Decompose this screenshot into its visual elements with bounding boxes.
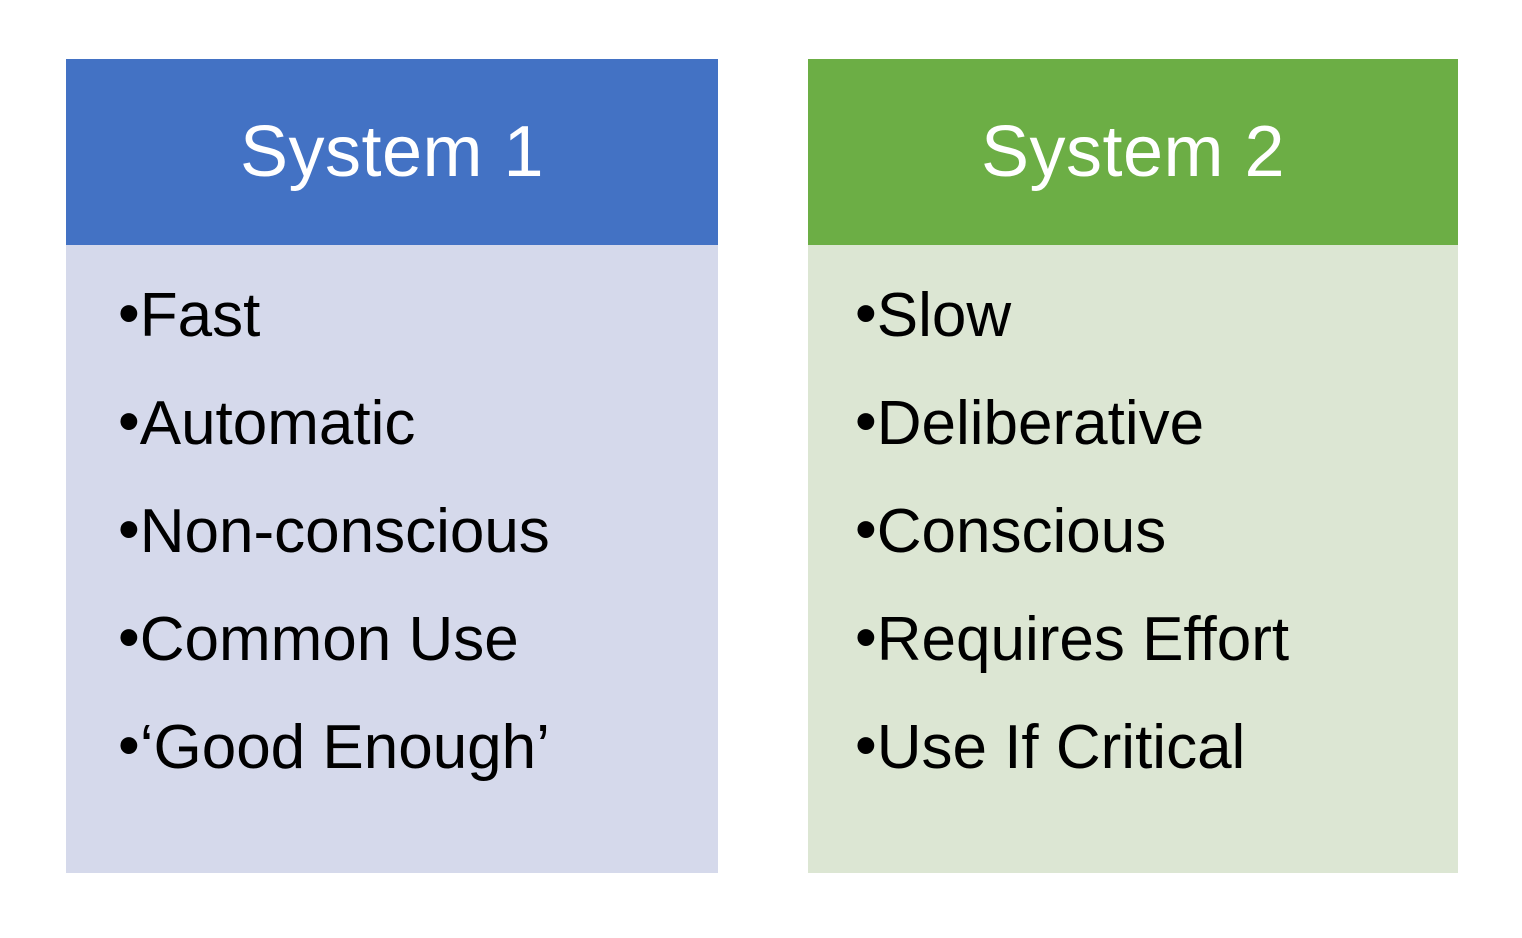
list-item-label: Non-conscious	[139, 497, 550, 566]
list-item-label: Slow	[876, 281, 1012, 350]
list-item-label: Common Use	[139, 605, 519, 674]
bullet-dot-icon: •	[118, 603, 140, 672]
list-item: • Use If Critical	[808, 711, 1458, 825]
list-item: • ‘Good Enough’	[66, 711, 718, 825]
bullet-dot-icon: •	[855, 387, 877, 456]
list-item-label: ‘Good Enough’	[139, 713, 550, 782]
list-item: • Common Use	[66, 603, 718, 717]
bullet-dot-icon: •	[118, 711, 140, 780]
bullet-dot-icon: •	[855, 603, 877, 672]
list-item-label: Requires Effort	[876, 605, 1290, 674]
list-item: • Deliberative	[808, 387, 1458, 501]
list-item-label: Use If Critical	[876, 713, 1246, 782]
list-item: • Non-conscious	[66, 495, 718, 609]
list-item: • Conscious	[808, 495, 1458, 609]
list-item-label: Deliberative	[876, 389, 1205, 458]
list-item-label: Automatic	[139, 389, 416, 458]
bullet-dot-icon: •	[855, 279, 877, 348]
bullet-list-system-1: • Fast • Automatic • Non-conscious • Com…	[66, 279, 718, 825]
bullet-dot-icon: •	[855, 711, 877, 780]
list-item: • Automatic	[66, 387, 718, 501]
card-body-system-2: • Slow • Deliberative • Conscious • Requ…	[808, 245, 1458, 873]
bullet-dot-icon: •	[855, 495, 877, 564]
list-item-label: Fast	[139, 281, 261, 350]
card-system-1: System 1 • Fast • Automatic • Non-consci…	[66, 59, 718, 873]
list-item: • Fast	[66, 279, 718, 393]
bullet-list-system-2: • Slow • Deliberative • Conscious • Requ…	[808, 279, 1458, 825]
list-item: • Requires Effort	[808, 603, 1458, 717]
bullet-dot-icon: •	[118, 387, 140, 456]
bullet-dot-icon: •	[118, 495, 140, 564]
card-header-system-1: System 1	[66, 59, 718, 245]
card-body-system-1: • Fast • Automatic • Non-conscious • Com…	[66, 245, 718, 873]
card-system-2: System 2 • Slow • Deliberative • Conscio…	[808, 59, 1458, 873]
list-item: • Slow	[808, 279, 1458, 393]
card-header-system-2: System 2	[808, 59, 1458, 245]
card-title-system-1: System 1	[239, 112, 545, 192]
bullet-dot-icon: •	[118, 279, 140, 348]
list-item-label: Conscious	[876, 497, 1167, 566]
card-title-system-2: System 2	[980, 112, 1286, 192]
